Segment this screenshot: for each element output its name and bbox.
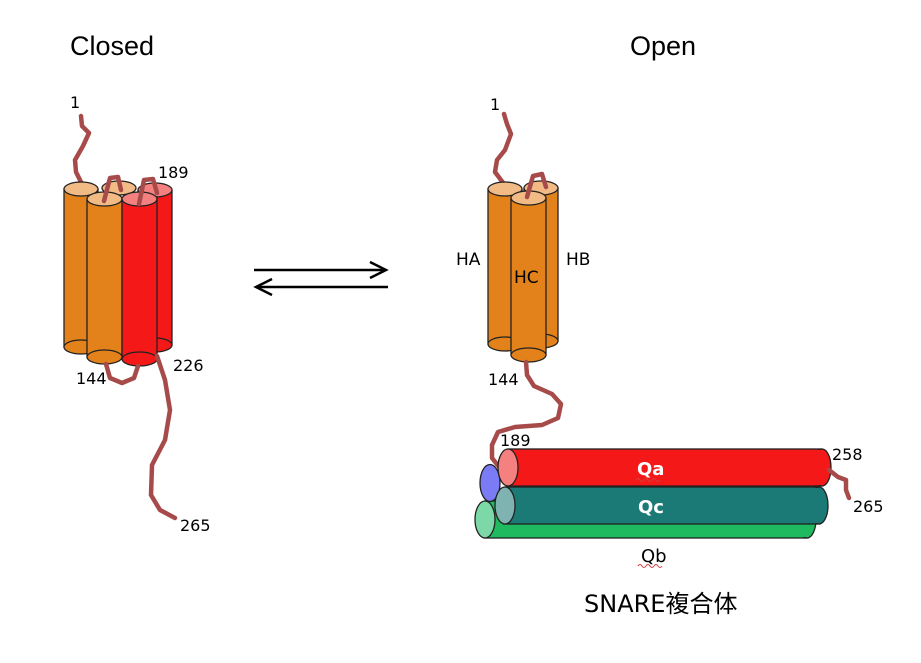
open-linker-chain — [489, 359, 564, 473]
open-loop-top — [524, 171, 549, 200]
snare-blue-helix — [479, 463, 501, 503]
closed-loop-bottom — [103, 361, 141, 386]
snare-label-qa: Qa — [637, 459, 664, 480]
closed-label-189: 189 — [158, 163, 189, 182]
closed-helix-front-red — [121, 191, 158, 367]
snare-caption: SNARE複合体 — [584, 590, 737, 618]
spellcheck-underline-qa — [635, 478, 661, 482]
snare-label-189: 189 — [500, 431, 531, 450]
closed-loop-top-1 — [101, 174, 124, 204]
open-label-144: 144 — [488, 370, 519, 389]
forward-arrow-icon — [254, 260, 389, 280]
open-label-hb: HB — [566, 250, 590, 270]
closed-helix-front-orange — [86, 191, 123, 365]
open-helix-hc — [510, 190, 547, 363]
snare-c-terminal-chain — [826, 467, 852, 501]
closed-loop-top-2 — [136, 176, 160, 207]
closed-label-265: 265 — [180, 516, 211, 535]
open-label-ha: HA — [456, 250, 481, 270]
closed-label-144: 144 — [76, 369, 107, 388]
open-title: Open — [630, 31, 696, 61]
closed-n-terminal-chain — [72, 113, 92, 189]
open-label-1: 1 — [490, 95, 500, 114]
open-n-terminal-chain — [492, 111, 514, 191]
closed-label-226: 226 — [173, 356, 204, 375]
snare-label-qc: Qc — [638, 497, 664, 518]
closed-title: Closed — [70, 31, 154, 61]
snare-qa-helix — [497, 448, 832, 487]
spellcheck-underline-qb — [637, 564, 663, 568]
snare-label-qb: Qb — [641, 546, 667, 567]
open-label-hc: HC — [514, 268, 539, 288]
closed-c-terminal-chain — [148, 353, 178, 521]
snare-complex: Qa Qc Qb 189 258 265 SNARE複合体 — [474, 431, 884, 618]
closed-label-1: 1 — [70, 93, 80, 112]
closed-structure: 1 189 144 226 265 — [63, 93, 211, 535]
equilibrium-arrows — [253, 260, 389, 297]
snare-label-265: 265 — [853, 497, 884, 516]
open-structure: HA HB HC 1 144 — [456, 95, 590, 473]
snare-qc-helix — [494, 486, 829, 525]
reverse-arrow-icon — [253, 277, 388, 297]
snare-label-258: 258 — [832, 445, 863, 464]
